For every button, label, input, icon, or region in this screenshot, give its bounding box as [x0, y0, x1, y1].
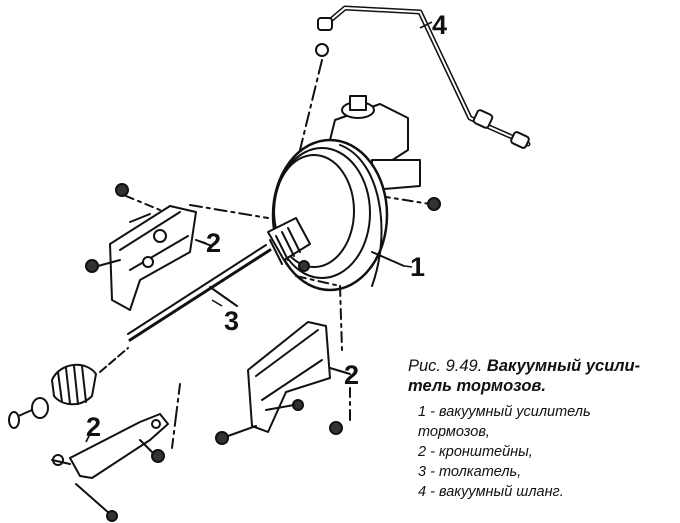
master-cylinder: [329, 95, 441, 211]
figure-caption: Рис. 9.49. Вакуумный усили- тель тормозо…: [408, 356, 676, 502]
caption-title-line2: тель тормозов.: [408, 377, 546, 395]
figure-number: Рис. 9.49.: [408, 357, 483, 375]
bracket-left: [85, 183, 269, 311]
legend-item-1-cont: тормозов,: [418, 424, 490, 440]
caption-title-line1: Вакуумный усили-: [486, 357, 641, 375]
bracket-bottom: [51, 383, 181, 522]
legend-item-3: 3 - толкатель,: [418, 464, 522, 480]
rubber-boot: [8, 347, 129, 429]
callout-pushrod: 3: [224, 306, 239, 336]
callout-hose: 4: [432, 10, 447, 40]
pushrod: [127, 217, 311, 342]
callout-bracket-left: 2: [206, 228, 221, 258]
legend-item-1: 1 - вакуумный усилитель: [418, 404, 591, 420]
legend-item-2: 2 - кронштейны,: [418, 444, 533, 460]
vacuum-booster-body: [271, 138, 405, 292]
caption-title: Рис. 9.49. Вакуумный усили- тель тормозо…: [408, 356, 676, 396]
callout-bracket-bottom: 2: [86, 412, 101, 442]
bracket-right: [215, 275, 351, 445]
callout-booster: 1: [410, 252, 425, 282]
legend-item-4: 4 - вакуумный шланг.: [418, 484, 564, 500]
vacuum-hose: [299, 5, 531, 151]
callout-bracket-right: 2: [344, 360, 359, 390]
caption-legend: 1 - вакуумный усилитель тормозов, 2 - кр…: [408, 402, 676, 502]
